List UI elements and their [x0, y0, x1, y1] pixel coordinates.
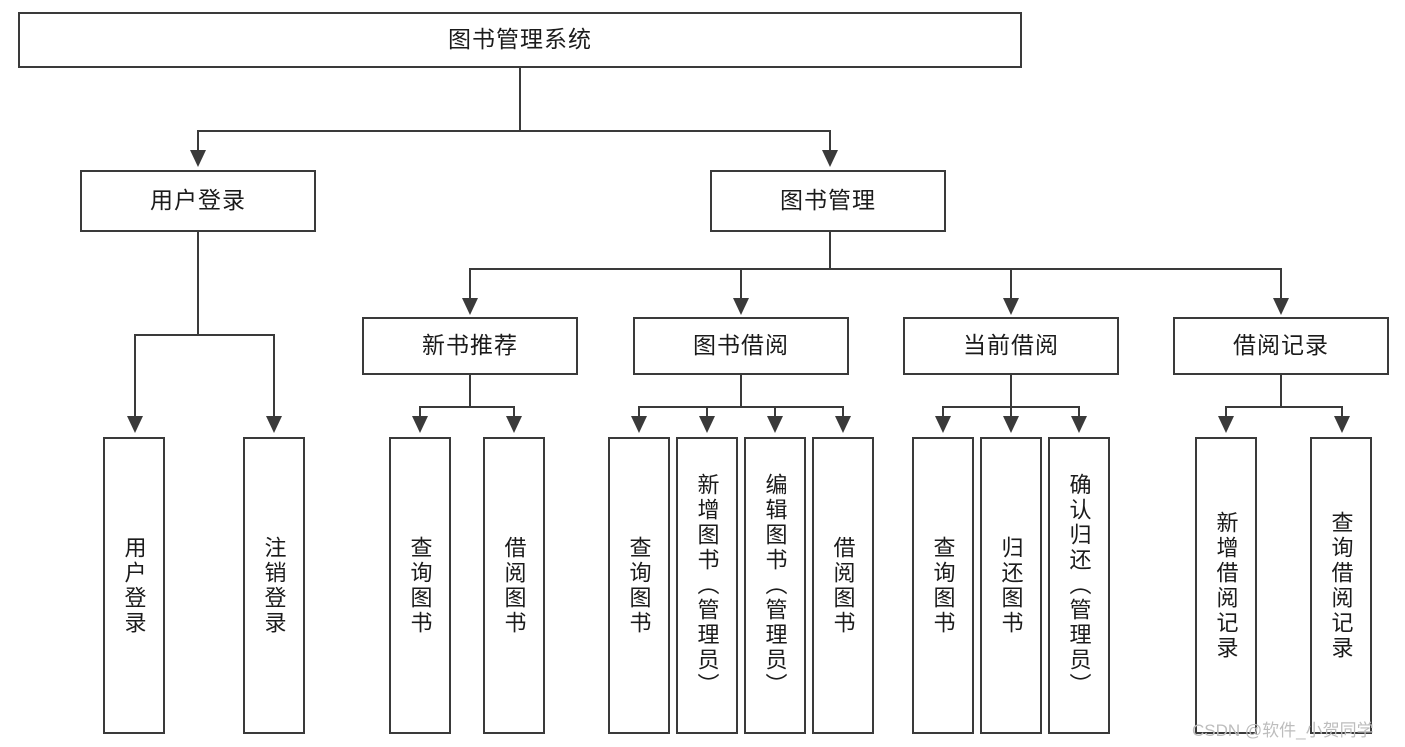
- connector-new-books-stem: [469, 375, 471, 407]
- node-leaf-label: 查询图书: [626, 535, 652, 636]
- connector-drop-new-books: [469, 268, 471, 300]
- arrow-current-borrow: [1003, 298, 1019, 315]
- node-leaf-label: 注销登录: [261, 535, 287, 636]
- node-leaf[interactable]: 编辑图书（管理员）: [744, 437, 806, 734]
- node-leaf-label: 用户登录: [121, 535, 147, 636]
- arrow-leaf-return-book: [1003, 416, 1019, 433]
- arrow-borrow-records: [1273, 298, 1289, 315]
- connector-borrow-record-stem: [1280, 375, 1282, 407]
- node-leaf[interactable]: 注销登录: [243, 437, 305, 734]
- node-leaf[interactable]: 用户登录: [103, 437, 165, 734]
- node-leaf-label: 新增图书（管理员）: [694, 473, 720, 698]
- connector-drop-user-login: [197, 130, 199, 152]
- node-leaf-label: 编辑图书（管理员）: [762, 473, 788, 698]
- node-leaf[interactable]: 查询图书: [389, 437, 451, 734]
- node-root[interactable]: 图书管理系统: [18, 12, 1022, 68]
- node-book-management-label: 图书管理: [780, 187, 876, 214]
- arrow-leaf-query-record: [1334, 416, 1350, 433]
- node-borrow-record[interactable]: 借阅记录: [1173, 317, 1389, 375]
- arrow-leaf-logout: [266, 416, 282, 433]
- connector-drop-current-borrow: [1010, 268, 1012, 300]
- node-leaf-label: 借阅图书: [830, 535, 856, 636]
- connector-level1-bus: [197, 130, 831, 132]
- connector-drop-leaf-borrow-book-1: [513, 406, 515, 418]
- node-leaf-label: 查询借阅记录: [1328, 510, 1354, 661]
- arrow-leaf-add-record: [1218, 416, 1234, 433]
- arrow-user-login: [190, 150, 206, 167]
- node-leaf-label: 借阅图书: [501, 535, 527, 636]
- connector-borrow-stem: [740, 375, 742, 407]
- arrow-borrow: [733, 298, 749, 315]
- node-leaf[interactable]: 查询图书: [912, 437, 974, 734]
- connector-current-borrow-stem: [1010, 375, 1012, 407]
- node-borrow-record-label: 借阅记录: [1233, 332, 1329, 359]
- connector-user-login-bus: [134, 334, 275, 336]
- node-current-borrow[interactable]: 当前借阅: [903, 317, 1119, 375]
- connector-drop-leaf-query-record: [1341, 406, 1343, 418]
- node-leaf-label: 查询图书: [930, 535, 956, 636]
- connector-drop-leaf-add-book: [706, 406, 708, 418]
- node-leaf-label: 确认归还（管理员）: [1066, 473, 1092, 698]
- connector-drop-leaf-add-record: [1225, 406, 1227, 418]
- connector-borrow-bus: [638, 406, 844, 408]
- node-current-borrow-label: 当前借阅: [963, 332, 1059, 359]
- connector-drop-leaf-borrow-book-2: [842, 406, 844, 418]
- connector-drop-leaf-return-book: [1010, 406, 1012, 418]
- arrow-leaf-borrow-book-2: [835, 416, 851, 433]
- arrow-leaf-add-book: [699, 416, 715, 433]
- node-user-login-label: 用户登录: [150, 187, 246, 214]
- connector-drop-leaf-edit-book: [774, 406, 776, 418]
- connector-drop-leaf-query-book-2: [638, 406, 640, 418]
- node-leaf[interactable]: 查询图书: [608, 437, 670, 734]
- node-leaf[interactable]: 借阅图书: [812, 437, 874, 734]
- node-leaf[interactable]: 新增图书（管理员）: [676, 437, 738, 734]
- node-leaf[interactable]: 确认归还（管理员）: [1048, 437, 1110, 734]
- connector-book-mgmt-stem: [829, 232, 831, 270]
- connector-drop-leaf-query-book-1: [419, 406, 421, 418]
- connector-drop-borrow: [740, 268, 742, 300]
- arrow-leaf-query-book-3: [935, 416, 951, 433]
- node-leaf[interactable]: 归还图书: [980, 437, 1042, 734]
- node-new-book-recommend[interactable]: 新书推荐: [362, 317, 578, 375]
- node-leaf[interactable]: 新增借阅记录: [1195, 437, 1257, 734]
- arrow-new-books: [462, 298, 478, 315]
- connector-user-login-stem: [197, 232, 199, 335]
- node-book-management[interactable]: 图书管理: [710, 170, 946, 232]
- node-leaf[interactable]: 借阅图书: [483, 437, 545, 734]
- arrow-leaf-confirm-return: [1071, 416, 1087, 433]
- arrow-leaf-query-book-2: [631, 416, 647, 433]
- node-book-borrow[interactable]: 图书借阅: [633, 317, 849, 375]
- arrow-book-mgmt: [822, 150, 838, 167]
- arrow-leaf-query-book-1: [412, 416, 428, 433]
- connector-drop-leaf-logout: [273, 334, 275, 418]
- node-book-borrow-label: 图书借阅: [693, 332, 789, 359]
- node-leaf-label: 新增借阅记录: [1213, 510, 1239, 661]
- connector-borrow-record-bus: [1225, 406, 1341, 408]
- node-leaf[interactable]: 查询借阅记录: [1310, 437, 1372, 734]
- connector-new-books-bus: [419, 406, 515, 408]
- arrow-leaf-edit-book: [767, 416, 783, 433]
- node-root-label: 图书管理系统: [448, 26, 592, 53]
- arrow-leaf-borrow-book-1: [506, 416, 522, 433]
- connector-level3-bus: [469, 268, 1281, 270]
- connector-drop-leaf-user-login: [134, 334, 136, 418]
- node-leaf-label: 查询图书: [407, 535, 433, 636]
- connector-drop-book-mgmt: [829, 130, 831, 152]
- connector-root-stem: [519, 68, 521, 131]
- node-leaf-label: 归还图书: [998, 535, 1024, 636]
- connector-drop-borrow-records: [1280, 268, 1282, 300]
- node-user-login[interactable]: 用户登录: [80, 170, 316, 232]
- arrow-leaf-user-login: [127, 416, 143, 433]
- node-new-book-recommend-label: 新书推荐: [422, 332, 518, 359]
- connector-drop-leaf-query-book-3: [942, 406, 944, 418]
- connector-drop-leaf-confirm-return: [1078, 406, 1080, 418]
